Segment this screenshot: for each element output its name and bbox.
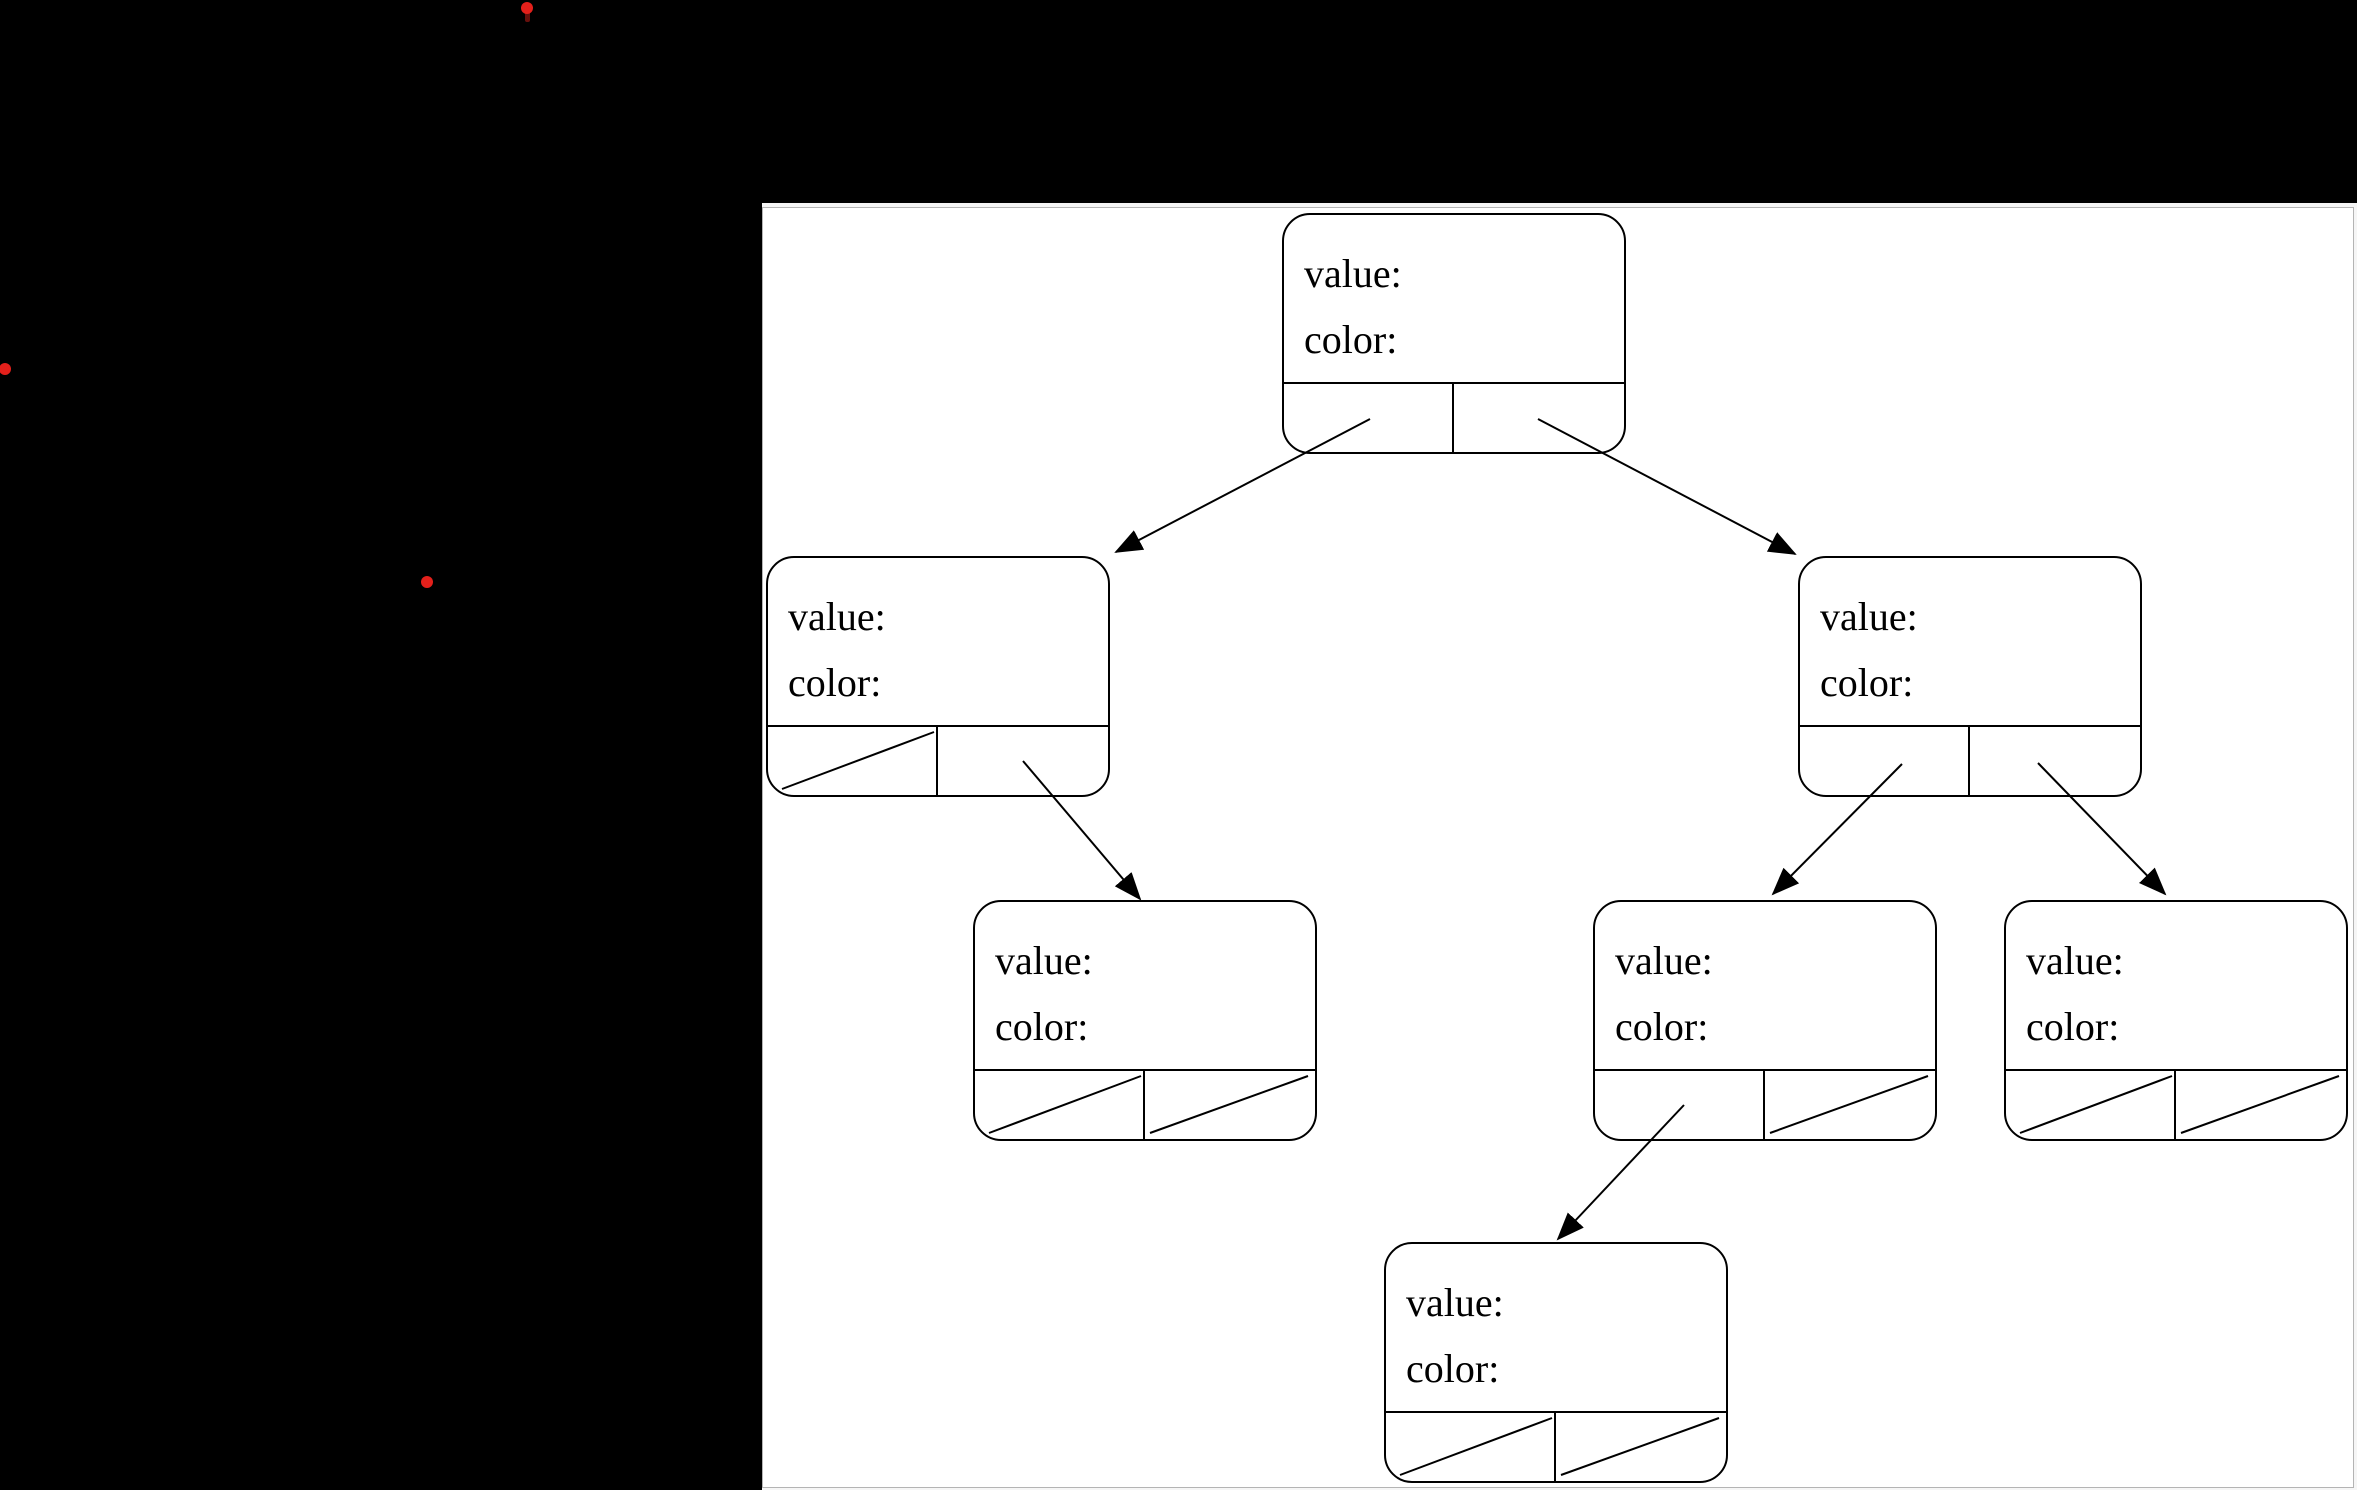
- tree-node-bottom-leaf: value: color:: [1384, 1242, 1728, 1483]
- tree-node-right-left-grandchild: value: color:: [1593, 900, 1937, 1141]
- node-left-pointer-cell: [1800, 727, 1970, 795]
- node-color-label: color:: [1406, 1346, 1500, 1391]
- node-fields: value: color:: [1800, 558, 2140, 727]
- node-fields: value: color:: [975, 902, 1315, 1071]
- tree-node-root: value: color:: [1282, 213, 1626, 454]
- node-left-pointer-cell: [1386, 1413, 1556, 1481]
- click-dot-3: [421, 576, 433, 588]
- node-left-pointer-cell: [768, 727, 938, 795]
- node-pointer-row: [1284, 382, 1624, 452]
- node-value-label: value:: [1820, 594, 1918, 639]
- click-dot-1: [521, 2, 533, 14]
- click-dot-2: [0, 363, 11, 375]
- node-color-label: color:: [1820, 660, 1914, 705]
- tree-node-right-child: value: color:: [1798, 556, 2142, 797]
- node-fields: value: color:: [768, 558, 1108, 727]
- node-left-pointer-cell: [2006, 1071, 2176, 1139]
- node-fields: value: color:: [2006, 902, 2346, 1071]
- node-right-pointer-cell: [2176, 1071, 2346, 1139]
- node-value-label: value:: [1615, 938, 1713, 983]
- tree-node-right-right-grandchild: value: color:: [2004, 900, 2348, 1141]
- node-right-pointer-cell: [1145, 1071, 1315, 1139]
- tree-node-left-child: value: color:: [766, 556, 1110, 797]
- node-pointer-row: [768, 725, 1108, 795]
- node-pointer-row: [975, 1069, 1315, 1139]
- node-left-pointer-cell: [975, 1071, 1145, 1139]
- node-color-label: color:: [1615, 1004, 1709, 1049]
- node-left-pointer-cell: [1284, 384, 1454, 452]
- node-pointer-row: [2006, 1069, 2346, 1139]
- click-dot-tail: [525, 11, 530, 22]
- node-right-pointer-cell: [1454, 384, 1624, 452]
- tree-node-left-right-grandchild: value: color:: [973, 900, 1317, 1141]
- node-fields: value: color:: [1595, 902, 1935, 1071]
- node-pointer-row: [1386, 1411, 1726, 1481]
- node-right-pointer-cell: [1556, 1413, 1726, 1481]
- node-value-label: value:: [788, 594, 886, 639]
- node-value-label: value:: [1304, 251, 1402, 296]
- node-fields: value: color:: [1284, 215, 1624, 384]
- node-value-label: value:: [995, 938, 1093, 983]
- node-color-label: color:: [788, 660, 882, 705]
- node-pointer-row: [1800, 725, 2140, 795]
- node-color-label: color:: [2026, 1004, 2120, 1049]
- node-pointer-row: [1595, 1069, 1935, 1139]
- node-left-pointer-cell: [1595, 1071, 1765, 1139]
- node-right-pointer-cell: [938, 727, 1108, 795]
- diagram-canvas: value: color: value: color: value: color…: [762, 203, 2357, 1490]
- node-value-label: value:: [2026, 938, 2124, 983]
- node-color-label: color:: [995, 1004, 1089, 1049]
- node-right-pointer-cell: [1970, 727, 2140, 795]
- node-fields: value: color:: [1386, 1244, 1726, 1413]
- node-right-pointer-cell: [1765, 1071, 1935, 1139]
- node-color-label: color:: [1304, 317, 1398, 362]
- node-value-label: value:: [1406, 1280, 1504, 1325]
